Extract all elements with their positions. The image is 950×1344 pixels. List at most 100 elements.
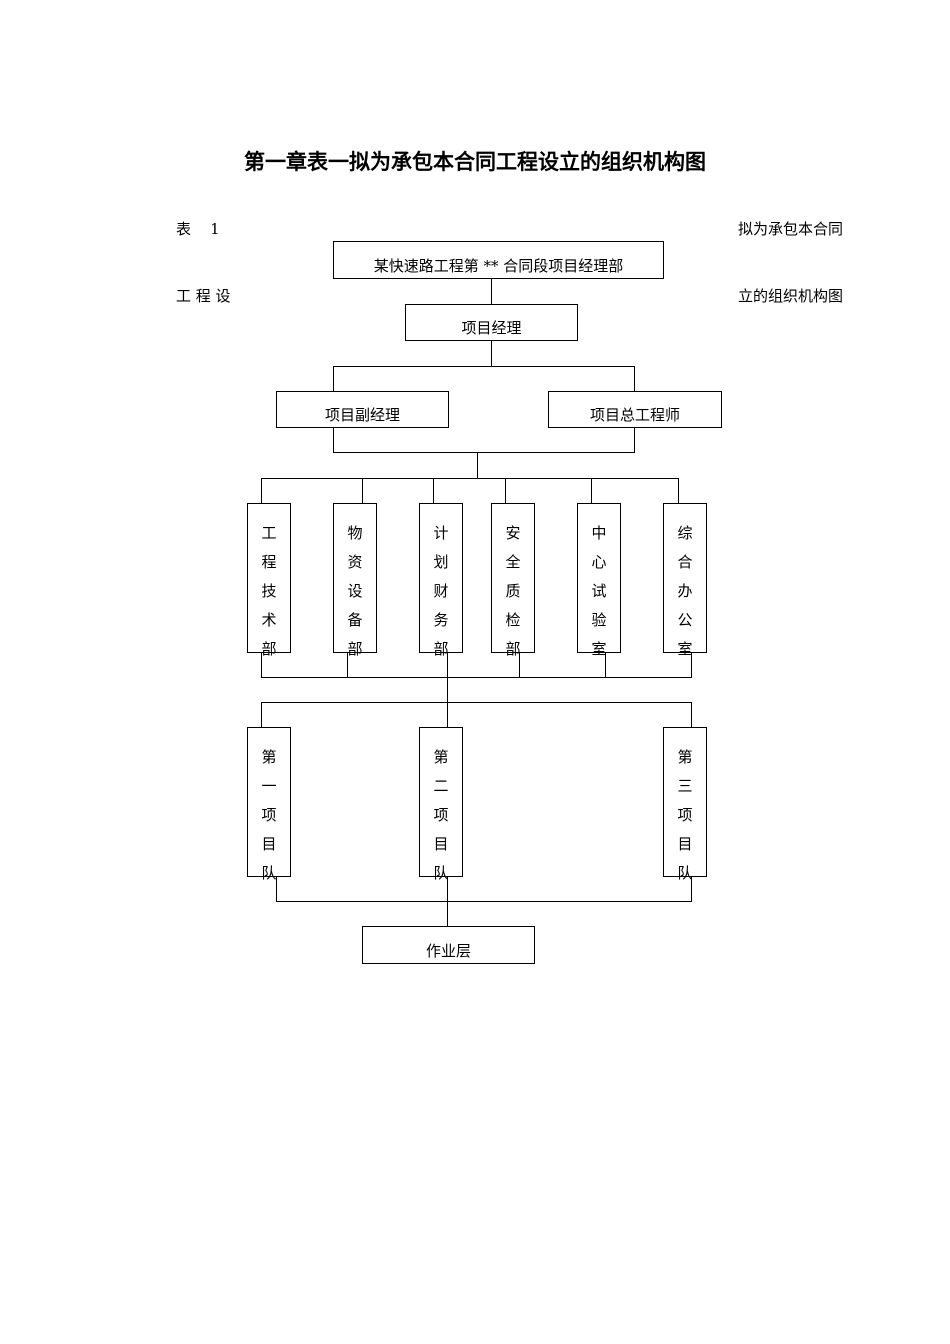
connector-team-2-bottom: [447, 876, 448, 901]
connector-dept-1-bottom: [261, 652, 262, 677]
connector-dept-3-top: [433, 478, 434, 503]
connector-leadership-bus: [333, 366, 635, 367]
org-node-label-char: 队: [677, 864, 693, 882]
org-node-label-char: 综: [677, 524, 693, 542]
org-node-chief-engineer: 项目总工程师: [548, 391, 722, 428]
org-node-department: 安全质检部: [491, 503, 535, 658]
org-node-department: 物资设备部: [333, 503, 377, 658]
org-node-label-char: 部: [505, 640, 521, 658]
org-node-root: 某快速路工程第 ** 合同段项目经理部: [333, 241, 664, 279]
org-node-label-char: 设: [347, 582, 363, 600]
connector-to-chief: [634, 366, 635, 391]
connector-deputy-down: [333, 428, 334, 453]
org-node-deputy-manager-label: 项目副经理: [324, 406, 400, 424]
connector-dept-2-top: [362, 478, 363, 503]
connector-to-work-layer: [447, 901, 448, 926]
side-label-right-bottom: 立的组织机构图: [738, 287, 844, 305]
org-node-deputy-manager: 项目副经理: [276, 391, 449, 428]
org-node-label-char: 项: [433, 806, 449, 824]
page-title: 第一章表一拟为承包本合同工程设立的组织机构图: [244, 150, 706, 174]
org-node-manager-label: 项目经理: [461, 319, 522, 337]
connector-to-departments: [477, 452, 478, 478]
org-node-label-char: 中: [591, 524, 607, 542]
org-node-label-char: 项: [677, 806, 693, 824]
side-label-right-top: 拟为承包本合同: [738, 220, 844, 238]
org-node-label-char: 一: [261, 777, 277, 795]
org-node-label-char: 资: [347, 553, 363, 571]
org-node-label-char: 财: [433, 582, 449, 600]
connector-team-3-bottom: [691, 876, 692, 901]
connector-team-bus-top: [261, 702, 692, 703]
connector-team-bus-bottom: [276, 901, 692, 902]
org-node-work-layer-label: 作业层: [425, 942, 471, 960]
side-label-left-top: 表 1: [176, 220, 220, 238]
connector-to-deputy: [333, 366, 334, 391]
org-node-label-char: 目: [677, 835, 693, 853]
org-node-label-char: 目: [261, 835, 277, 853]
org-node-label-char: 验: [591, 611, 607, 629]
connector-dept-4-bottom: [519, 652, 520, 677]
connector-team-1-top: [261, 702, 262, 727]
connector-dept-6-top: [678, 478, 679, 503]
org-node-manager: 项目经理: [405, 304, 578, 341]
connector-team-1-bottom: [276, 876, 277, 901]
org-node-label-char: 队: [261, 864, 277, 882]
org-node-work-layer: 作业层: [362, 926, 535, 964]
org-node-team: 第一项目队: [247, 727, 291, 882]
org-node-department: 综合办公室: [663, 503, 707, 658]
org-node-root-label: 某快速路工程第 ** 合同段项目经理部: [373, 257, 624, 275]
org-node-label-char: 合: [677, 553, 693, 571]
connector-dept-5-top: [591, 478, 592, 503]
org-node-chief-engineer-label: 项目总工程师: [589, 406, 680, 424]
org-node-label-char: 检: [505, 611, 521, 629]
org-node-label-char: 备: [347, 611, 363, 629]
connector-to-teams: [447, 677, 448, 702]
org-node-label-char: 安: [505, 524, 521, 542]
connector-dept-2-bottom: [347, 652, 348, 677]
org-node-label-char: 工: [261, 524, 277, 542]
org-node-label-char: 二: [433, 777, 449, 795]
connector-dept-6-bottom: [691, 652, 692, 677]
connector-department-bus-top: [261, 478, 679, 479]
org-node-label-char: 队: [433, 864, 449, 882]
connector-manager-down: [491, 341, 492, 366]
org-node-label-char: 部: [347, 640, 363, 658]
org-node-label-char: 室: [677, 640, 693, 658]
org-node-label-char: 技: [261, 582, 277, 600]
org-node-team: 第三项目队: [663, 727, 707, 882]
org-node-label-char: 心: [591, 553, 607, 571]
connector-department-bus-bottom: [261, 677, 692, 678]
org-node-label-char: 程: [261, 553, 277, 571]
org-node-label-char: 部: [261, 640, 277, 658]
org-node-label-char: 公: [677, 611, 693, 629]
org-node-label-char: 办: [677, 582, 693, 600]
org-node-label-char: 务: [433, 611, 449, 629]
side-label-left-bottom: 工 程 设: [176, 287, 231, 305]
org-node-label-char: 目: [433, 835, 449, 853]
org-node-label-char: 第: [677, 748, 693, 766]
connector-dept-4-top: [505, 478, 506, 503]
org-node-label-char: 第: [433, 748, 449, 766]
org-node-label-char: 物: [347, 524, 363, 542]
org-node-label-char: 项: [261, 806, 277, 824]
connector-dept-3-bottom: [447, 652, 448, 677]
connector-dept-1-top: [261, 478, 262, 503]
org-node-label-char: 计: [433, 524, 449, 542]
connector-team-3-top: [691, 702, 692, 727]
org-node-department: 工程技术部: [247, 503, 291, 658]
connector-chief-down: [634, 428, 635, 453]
org-node-department: 中心试验室: [577, 503, 621, 658]
connector-root-manager: [491, 279, 492, 304]
org-node-label-char: 第: [261, 748, 277, 766]
org-node-label-char: 术: [261, 611, 277, 629]
connector-team-2-top: [447, 702, 448, 727]
org-node-label-char: 划: [433, 553, 449, 571]
connector-dept-5-bottom: [605, 652, 606, 677]
org-node-label-char: 全: [505, 553, 521, 571]
org-node-label-char: 质: [505, 582, 521, 600]
org-node-department: 计划财务部: [419, 503, 463, 658]
org-node-label-char: 室: [591, 640, 607, 658]
connector-leadership-join: [333, 452, 635, 453]
org-node-label-char: 部: [433, 640, 449, 658]
org-node-label-char: 三: [677, 777, 693, 795]
